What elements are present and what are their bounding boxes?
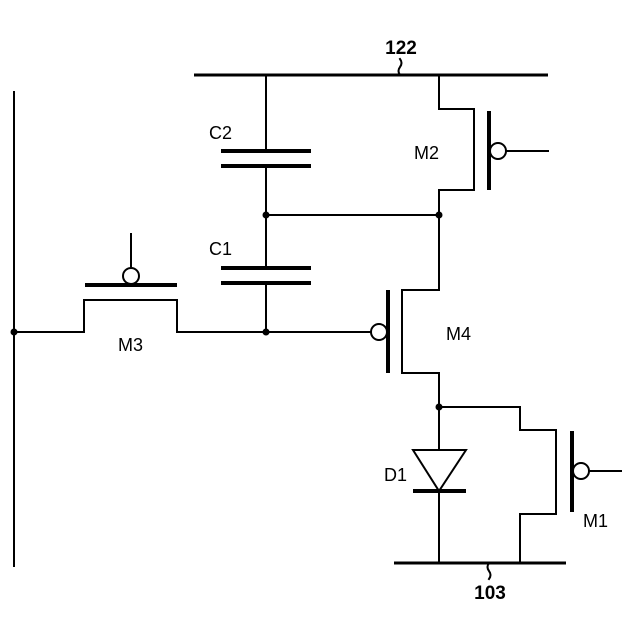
d1-triangle (413, 450, 466, 491)
bottom-bus-label: 103 (474, 583, 506, 604)
m3-channel-wire (14, 300, 266, 332)
m3-label: M3 (118, 335, 143, 355)
top-bus-leader (399, 59, 402, 75)
m2-label: M2 (414, 143, 439, 163)
m1-channel-wire (439, 407, 556, 563)
m4-label: M4 (446, 324, 471, 344)
c1-label: C1 (209, 239, 232, 259)
m1-gate-bubble (573, 463, 589, 479)
m4-channel-wire (402, 290, 439, 407)
m2-gate-bubble (490, 143, 506, 159)
m3-gate-bubble (123, 268, 139, 284)
d1-label: D1 (384, 465, 407, 485)
m4-gate-bubble (371, 324, 387, 340)
top-bus-label: 122 (385, 38, 417, 59)
m2-channel-wire (439, 75, 474, 215)
c2-label: C2 (209, 123, 232, 143)
m1-label: M1 (583, 511, 608, 531)
bottom-bus-leader (488, 563, 491, 579)
